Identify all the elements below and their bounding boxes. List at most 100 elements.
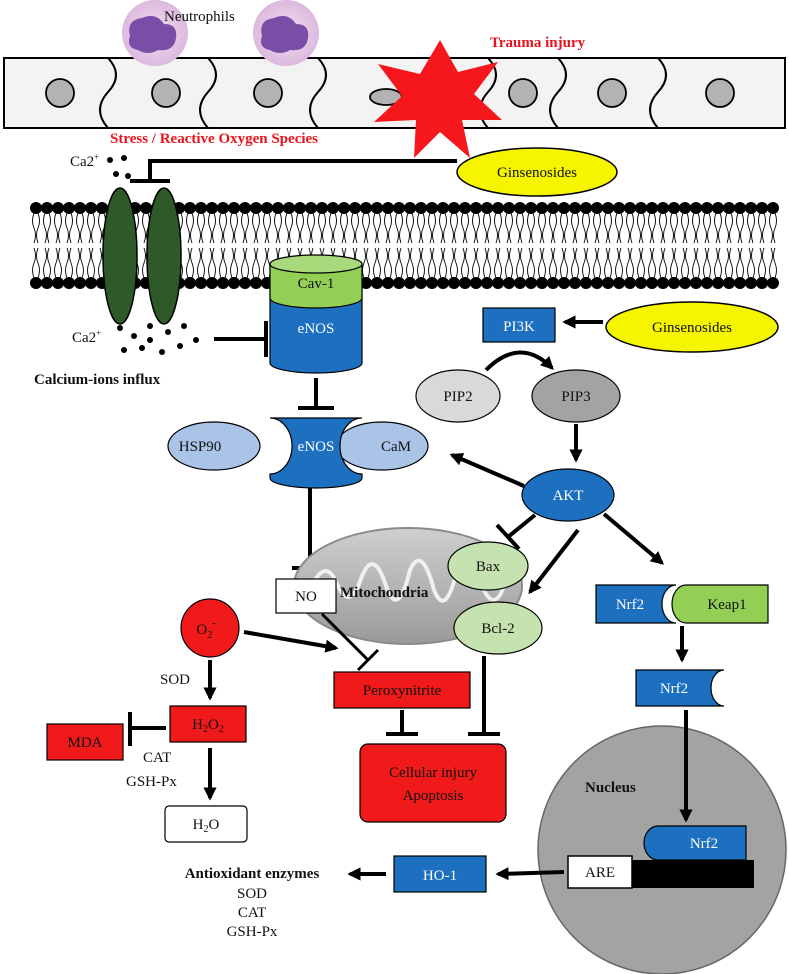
lipid-tail [43,212,51,244]
calcium-dots-top [107,155,131,179]
lipid-tail [483,212,491,244]
lipid-head [316,202,328,214]
h2o-node [164,805,248,843]
lipid-head [415,202,427,214]
lipid-head [437,202,449,214]
lipid-head [591,202,603,214]
lipid-head [30,277,42,289]
lipid-head [195,277,207,289]
lipid-tail [538,247,546,279]
lipid-head [426,202,438,214]
superoxide-node [180,598,240,658]
calcium-influx-label: Calcium-ions influx [34,372,161,388]
lipid-tail [428,212,436,244]
lipid-head [261,202,273,214]
lipid-tail [648,247,656,279]
lipid-tail [593,247,601,279]
lipid-head [547,202,559,214]
lipid-tail [560,212,568,244]
antioxidant-cat: CAT [238,905,266,921]
lipid-tail [65,212,73,244]
gshpx-side-label: GSH-Px [126,774,177,790]
hsp90-node [167,421,261,471]
lipid-head [140,202,152,214]
neutrophils-label: Neutrophils [164,9,235,25]
lipid-head [393,277,405,289]
lipid-tail [87,247,95,279]
lipid-tail [230,212,238,244]
lipid-head [272,202,284,214]
lipid-tail [208,247,216,279]
lipid-head [756,202,768,214]
lipid-head [404,277,416,289]
lipid-head [624,202,636,214]
lipid-head [250,277,262,289]
lipid-head [85,277,97,289]
lipid-tail [241,212,249,244]
lipid-head [228,277,240,289]
akt-inhibits-bax [495,513,537,551]
lipid-tail [54,247,62,279]
lipid-tail [747,247,755,279]
lipid-tail [626,212,634,244]
lipid-tail [186,212,194,244]
pip2-to-pip3-arrow [484,350,554,372]
lipid-tail [296,212,304,244]
lipid-tail [219,247,227,279]
lipid-head [492,202,504,214]
lipid-head [52,202,64,214]
lipid-head [206,277,218,289]
lipid-head [547,277,559,289]
pip2-label: PIP2 [443,389,472,405]
lipid-tail [692,247,700,279]
enos-membrane-label: eNOS [298,321,335,337]
lipid-tail [703,247,711,279]
neutrophil-1 [122,0,188,66]
lipid-tail [274,212,282,244]
pip3-label: PIP3 [561,389,590,405]
ginsenosides-top-node [456,147,618,197]
lipid-tail [32,212,40,244]
lipid-tail [340,212,348,244]
lipid-head [481,202,493,214]
lipid-tail [351,212,359,244]
pip3-node [531,369,621,423]
ginsenosides-top-label: Ginsenosides [497,165,577,181]
lipid-tail [604,247,612,279]
lipid-head [580,202,592,214]
lipid-head [580,277,592,289]
no-node [275,578,337,614]
lipid-tail [681,212,689,244]
calcium-channel [102,187,182,325]
sod-side-label: SOD [160,672,190,688]
lipid-tail [208,212,216,244]
lipid-head [349,202,361,214]
lipid-tail [505,212,513,244]
lipid-tail [516,247,524,279]
lipid-head [558,277,570,289]
keap1-label: Keap1 [707,597,746,613]
lipid-tail [615,212,623,244]
lipid-head [635,277,647,289]
dna-strand [632,860,754,888]
lipid-tail [714,247,722,279]
lipid-tail [769,247,777,279]
lipid-head [525,277,537,289]
lipid-head [701,202,713,214]
lipid-tail [439,247,447,279]
lipid-tail [362,247,370,279]
antioxidant-sod: SOD [237,886,267,902]
peroxynitrite-label: Peroxynitrite [363,683,442,699]
lipid-head [503,277,515,289]
lipid-tail [373,247,381,279]
lipid-tail [230,247,238,279]
lipid-tail [593,212,601,244]
pi3k-node [482,307,556,343]
ho1-label: HO-1 [423,868,457,884]
lipid-head [745,277,757,289]
lipid-tail [703,212,711,244]
ginsenosides-inhibits-channel [130,159,457,183]
cellular-injury-node [359,743,507,823]
nrf2-keap1-label: Nrf2 [616,597,644,613]
ho1-node [393,855,487,893]
